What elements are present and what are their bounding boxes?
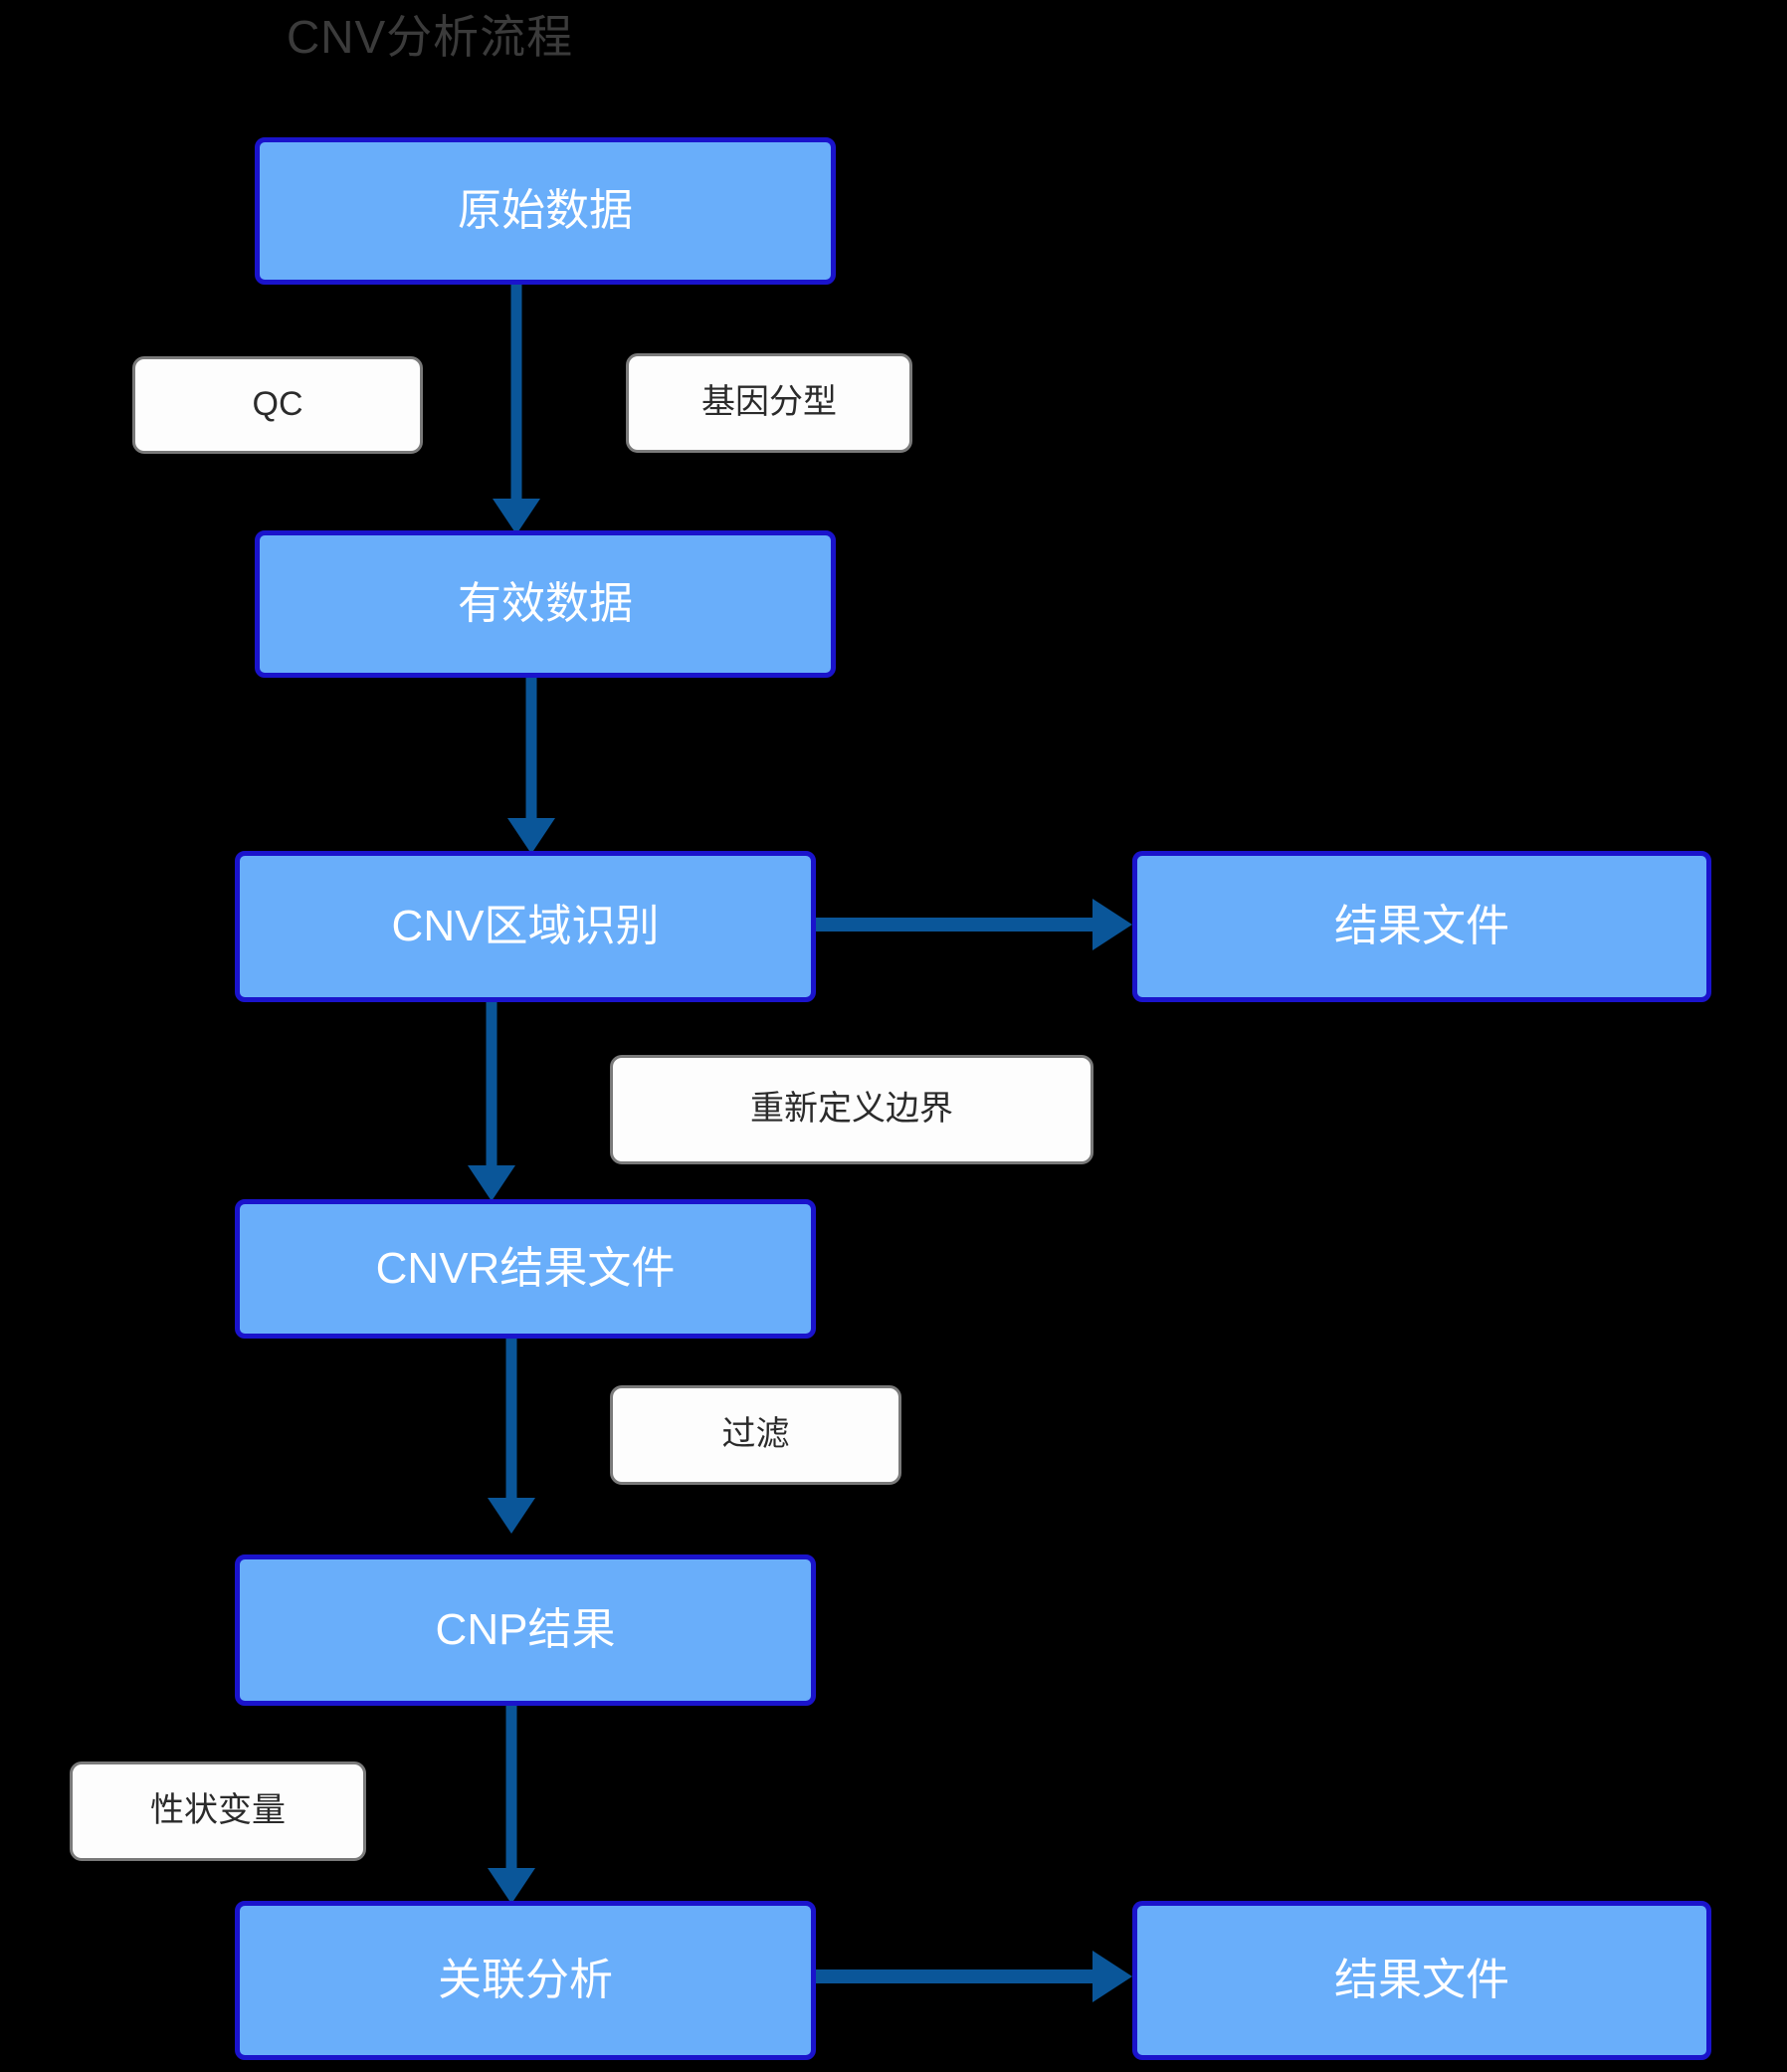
edge-label-text: QC (252, 385, 303, 424)
arrow-shaft (486, 1002, 497, 1165)
arrow-head-icon (488, 1498, 535, 1534)
edge-label-redefine[interactable]: 重新定义边界 (610, 1055, 1093, 1164)
arrow-head-icon (493, 499, 540, 534)
arrow-shaft (510, 281, 522, 499)
arrow-shaft (814, 918, 1094, 932)
node-cnv-region[interactable]: CNV区域识别 (235, 851, 816, 1002)
node-association[interactable]: 关联分析 (235, 1901, 816, 2060)
node-label: CNVR结果文件 (375, 1243, 676, 1293)
node-label: 有效数据 (458, 578, 633, 628)
node-result-file-2[interactable]: 结果文件 (1132, 1901, 1711, 2060)
arrow-cnv-region-to-cnvr-result (468, 1002, 515, 1201)
arrow-head-icon (507, 818, 555, 854)
arrow-raw-data-to-valid-data (493, 281, 540, 534)
arrow-shaft (814, 1969, 1094, 1983)
arrow-valid-data-to-cnv-region (507, 675, 555, 854)
edge-label-text: 性状变量 (150, 1791, 286, 1830)
node-result-file-1[interactable]: 结果文件 (1132, 851, 1711, 1002)
edge-label-text: 基因分型 (701, 383, 837, 422)
edge-label-genotyping[interactable]: 基因分型 (626, 353, 912, 453)
arrow-head-icon (1092, 1951, 1132, 2002)
arrow-head-icon (488, 1868, 535, 1904)
node-raw-data[interactable]: 原始数据 (255, 137, 836, 285)
arrow-shaft (505, 1335, 517, 1498)
edge-label-qc[interactable]: QC (132, 356, 423, 454)
arrow-shaft (525, 675, 537, 818)
node-label: CNP结果 (435, 1604, 616, 1654)
node-cnp-result[interactable]: CNP结果 (235, 1554, 816, 1706)
node-label: 结果文件 (1334, 901, 1509, 950)
arrow-head-icon (468, 1165, 515, 1201)
edge-label-text: 过滤 (721, 1415, 790, 1454)
arrow-cnp-result-to-association (488, 1705, 535, 1904)
node-label: CNV区域识别 (391, 901, 660, 950)
arrow-cnv-region-to-result-file (814, 899, 1132, 950)
node-label: 结果文件 (1334, 1955, 1509, 2004)
arrow-cnvr-result-to-cnp-result (488, 1335, 535, 1534)
node-label: 原始数据 (458, 185, 633, 235)
edge-label-trait-variable[interactable]: 性状变量 (70, 1761, 366, 1861)
arrow-head-icon (1092, 899, 1132, 950)
arrow-association-to-result-file (814, 1951, 1132, 2002)
node-label: 关联分析 (438, 1955, 613, 2004)
node-cnvr-result[interactable]: CNVR结果文件 (235, 1199, 816, 1339)
edge-label-filter[interactable]: 过滤 (610, 1385, 901, 1485)
node-valid-data[interactable]: 有效数据 (255, 530, 836, 678)
arrow-shaft (505, 1705, 517, 1868)
page-title: CNV分析流程 (287, 11, 574, 63)
edge-label-text: 重新定义边界 (750, 1090, 953, 1129)
